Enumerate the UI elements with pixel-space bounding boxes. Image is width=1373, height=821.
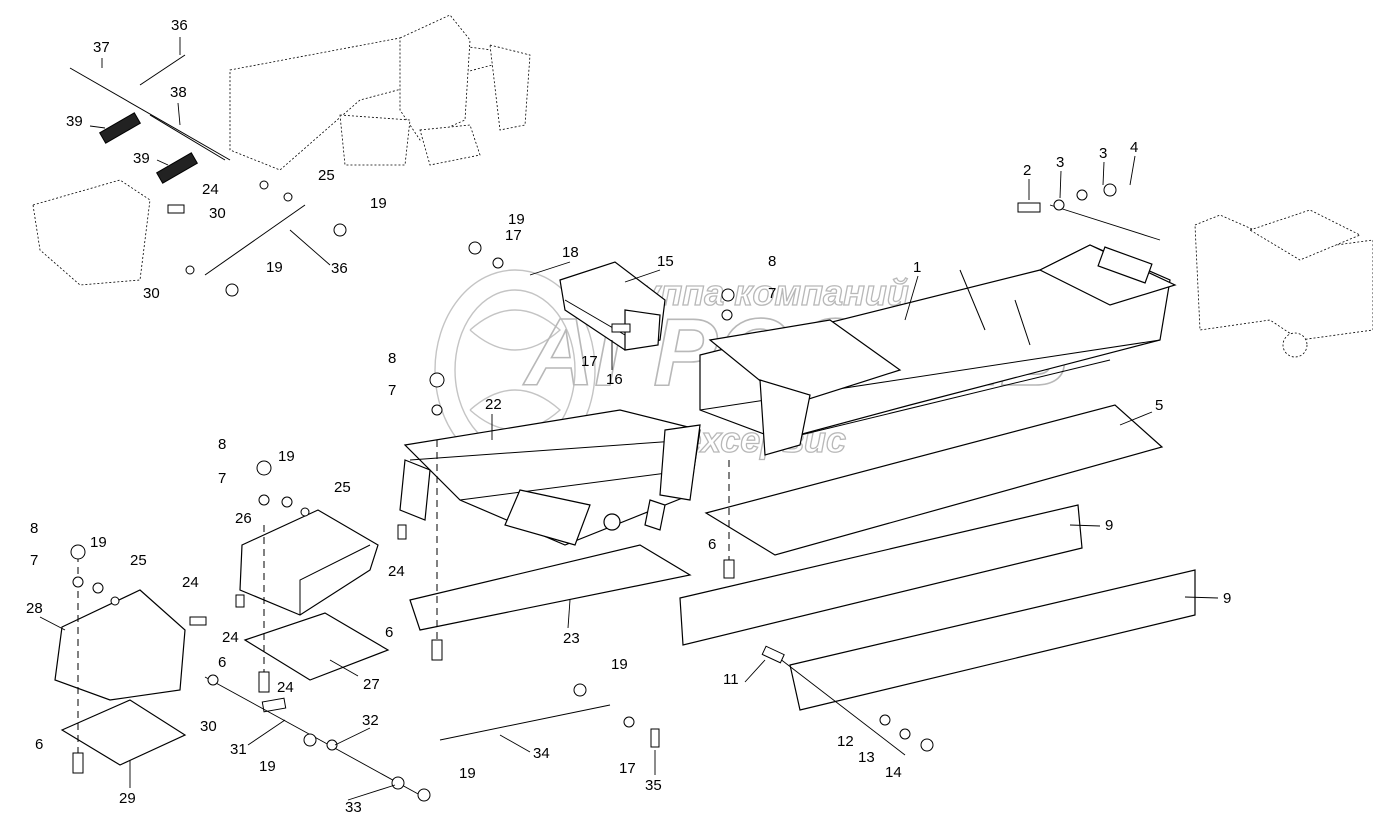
callout-7b: 7 — [388, 382, 396, 399]
callout-11: 11 — [723, 671, 739, 688]
callout-26: 26 — [235, 510, 252, 527]
callout-4: 4 — [1130, 139, 1138, 156]
callout-35: 35 — [645, 777, 662, 794]
ghost-hitch-frame — [32, 14, 531, 286]
callout-3a: 3 — [1056, 154, 1064, 171]
callout-7a: 7 — [768, 285, 776, 302]
callout-9a: 9 — [1105, 517, 1113, 534]
callout-24b: 24 — [388, 563, 405, 580]
callout-38: 38 — [170, 84, 187, 101]
callout-15: 15 — [657, 253, 674, 270]
callout-19d: 19 — [278, 448, 295, 465]
callout-19g: 19 — [459, 765, 476, 782]
callout-34: 34 — [533, 745, 550, 762]
callout-9b: 9 — [1223, 590, 1231, 607]
callout-39a: 39 — [66, 113, 83, 130]
callout-30c: 30 — [200, 718, 217, 735]
callout-6b: 6 — [385, 624, 393, 641]
bracket-15 — [559, 261, 666, 351]
callout-19c: 19 — [266, 259, 283, 276]
callout-31: 31 — [230, 741, 247, 758]
main-frame-beam — [699, 244, 1177, 456]
callout-29: 29 — [119, 790, 136, 807]
callout-30a: 30 — [209, 205, 226, 222]
callout-13: 13 — [858, 749, 875, 766]
callout-8a: 8 — [768, 253, 776, 270]
rods-and-springs — [69, 54, 611, 741]
callout-28: 28 — [26, 600, 43, 617]
callout-18: 18 — [562, 244, 579, 261]
callout-23: 23 — [563, 630, 580, 647]
callout-36a: 36 — [171, 17, 188, 34]
callout-8d: 8 — [30, 520, 38, 537]
callout-37: 37 — [93, 39, 110, 56]
alignment-lines — [77, 204, 1161, 796]
callout-6d: 6 — [35, 736, 43, 753]
callout-19b: 19 — [370, 195, 387, 212]
hardware — [70, 180, 1117, 802]
callout-25a: 25 — [318, 167, 335, 184]
callout-22: 22 — [485, 396, 502, 413]
left-shields — [54, 509, 390, 766]
callout-labels: 1 2 3 3 4 5 6 6 6 6 7 7 7 7 8 8 8 8 9 9 … — [26, 17, 1231, 816]
callout-6a: 6 — [708, 536, 716, 553]
callout-24d: 24 — [182, 574, 199, 591]
callout-33: 33 — [345, 799, 362, 816]
callout-5: 5 — [1155, 397, 1163, 414]
callout-leaders — [39, 37, 1219, 801]
ghost-tractor-rear — [1194, 209, 1373, 358]
callout-7c: 7 — [218, 470, 226, 487]
callout-7d: 7 — [30, 552, 38, 569]
callout-19e: 19 — [90, 534, 107, 551]
callout-3b: 3 — [1099, 145, 1107, 162]
callout-1: 1 — [913, 259, 921, 276]
callout-24e: 24 — [277, 679, 294, 696]
callout-32: 32 — [362, 712, 379, 729]
callout-17b: 17 — [581, 353, 598, 370]
callout-12: 12 — [837, 733, 854, 750]
callout-17c: 17 — [619, 760, 636, 777]
callout-39b: 39 — [133, 150, 150, 167]
callout-16: 16 — [606, 371, 623, 388]
callout-2: 2 — [1023, 162, 1031, 179]
front-frame-section — [399, 409, 701, 546]
callout-24c: 24 — [222, 629, 239, 646]
callout-30b: 30 — [143, 285, 160, 302]
callout-25b: 25 — [334, 479, 351, 496]
callout-8b: 8 — [388, 350, 396, 367]
callout-6c: 6 — [218, 654, 226, 671]
callout-8c: 8 — [218, 436, 226, 453]
callout-17a: 17 — [505, 227, 522, 244]
callout-24a: 24 — [202, 181, 219, 198]
callout-36b: 36 — [331, 260, 348, 277]
callout-19a: 19 — [508, 211, 525, 228]
bottom-plates — [409, 404, 1196, 711]
callout-14: 14 — [885, 764, 902, 781]
callout-19h: 19 — [611, 656, 628, 673]
callout-27: 27 — [363, 676, 380, 693]
callout-19f: 19 — [259, 758, 276, 775]
callout-25c: 25 — [130, 552, 147, 569]
